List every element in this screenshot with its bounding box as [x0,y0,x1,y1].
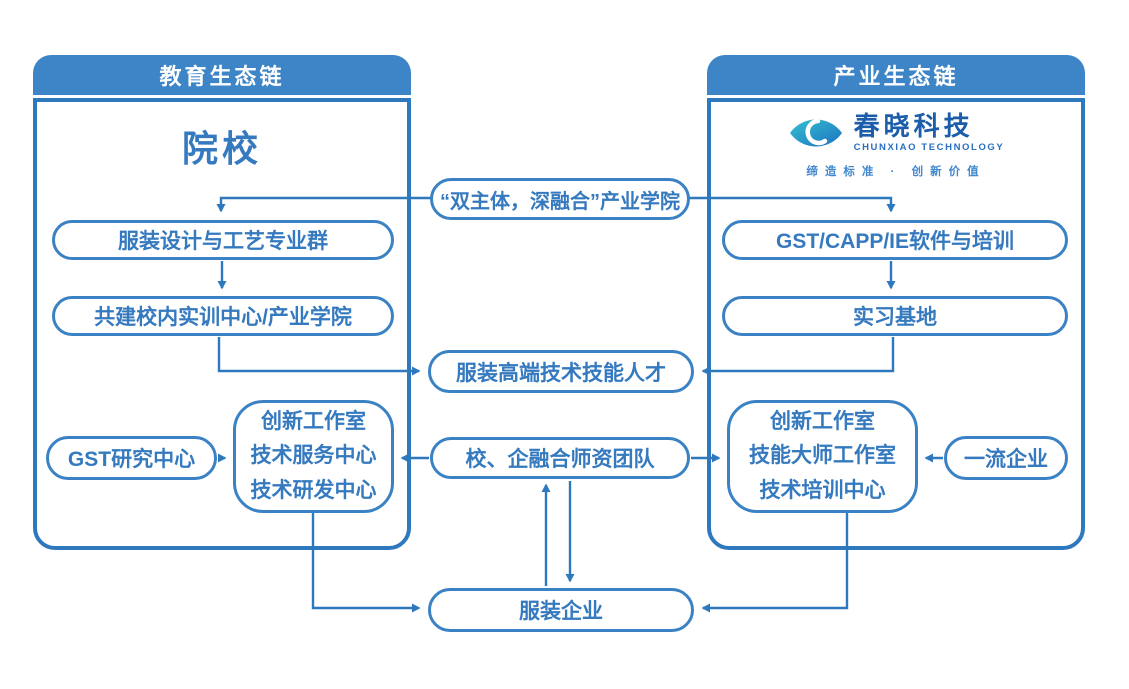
logo-name: 春晓科技 [853,110,974,141]
node-right-centers: 创新工作室 技能大师工作室 技术培训中心 [727,400,918,513]
right-centers-line-1: 创新工作室 [770,409,875,433]
left-centers-line-2: 技术服务中心 [250,444,377,468]
node-left-centers: 创新工作室 技术服务中心 技术研发中心 [233,400,394,513]
college-title: 院校 [181,128,262,169]
industry-chain-header: 产业生态链 [707,55,1085,95]
node-high-end-talent: 服装高端技术技能人才 [428,350,694,393]
node-faculty-team: 校、企融合师资团队 [430,437,690,479]
node-campus-training-center: 共建校内实训中心/产业学院 [52,296,394,336]
node-garment-enterprise: 服装企业 [428,588,694,632]
education-chain-header: 教育生态链 [33,55,411,95]
right-centers-line-2: 技能大师工作室 [749,444,896,468]
node-gst-research-center: GST研究中心 [46,436,217,480]
left-centers-line-3: 技术研发中心 [250,478,377,502]
right-centers-line-3: 技术培训中心 [759,478,886,502]
node-gst-capp-ie-software: GST/CAPP/IE软件与培训 [722,220,1068,260]
left-centers-line-1: 创新工作室 [261,409,366,433]
chunxiao-logo-mark [789,118,842,147]
logo-subtitle: CHUNXIAO TECHNOLOGY [853,142,1005,154]
education-chain-title: 教育生态链 [159,64,285,89]
node-internship-base: 实习基地 [722,296,1068,336]
node-fashion-design-major-group: 服装设计与工艺专业群 [52,220,394,260]
logo-tagline: 缔造标准 · 创新价值 [806,166,986,178]
chunxiao-logo: 春晓科技 CHUNXIAO TECHNOLOGY 缔造标准 · 创新价值 [707,112,1085,179]
industry-chain-title: 产业生态链 [833,64,959,89]
node-industry-college: “双主体，深融合”产业学院 [430,178,690,220]
node-first-class-enterprise: 一流企业 [944,436,1068,480]
